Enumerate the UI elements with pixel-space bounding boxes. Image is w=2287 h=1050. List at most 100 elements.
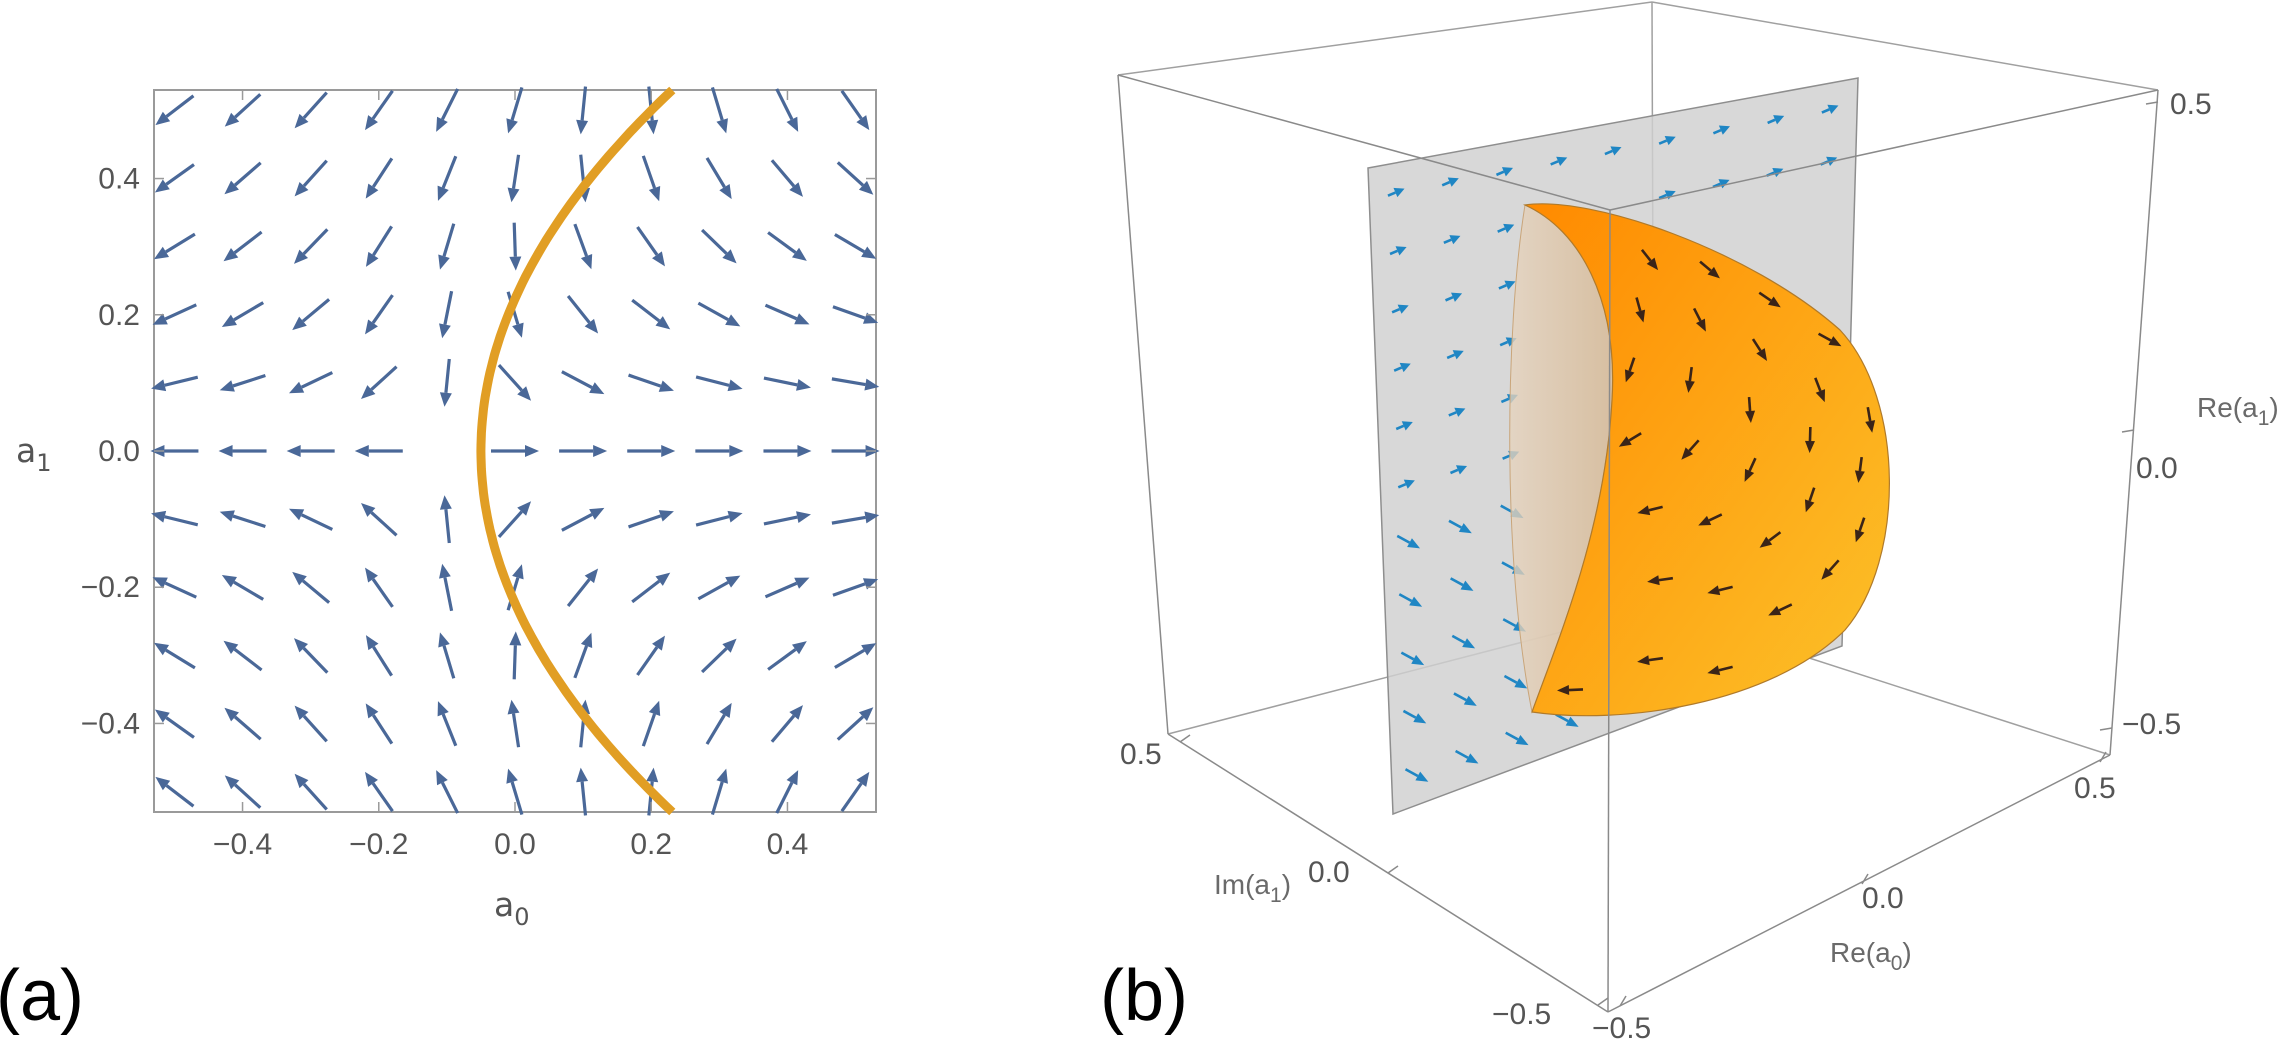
vector-arrow — [294, 773, 328, 811]
plane-arrow — [1450, 577, 1474, 591]
plane-arrow — [1448, 519, 1472, 534]
vector-arrow — [695, 445, 744, 457]
vector-arrow — [576, 767, 589, 816]
vector-arrow — [224, 161, 262, 195]
y-tick-label: −0.2 — [81, 571, 140, 604]
vector-arrow — [437, 701, 458, 747]
vector-arrow — [576, 86, 589, 135]
panel-b-x-axis-label: Re(a0) — [1830, 937, 1912, 975]
vector-arrow — [221, 301, 265, 327]
y-tick-label: 0.2 — [98, 299, 140, 332]
vector-arrow — [151, 510, 199, 527]
plane-arrow — [1604, 146, 1622, 156]
vector-arrow — [154, 709, 195, 739]
vector-arrow — [764, 303, 810, 325]
vector-arrow — [354, 445, 403, 457]
vector-arrow — [288, 371, 334, 394]
plane-arrow — [1393, 362, 1411, 373]
plane-arrow — [1400, 651, 1425, 666]
dome-arrow — [1624, 357, 1636, 383]
vector-arrow — [365, 157, 394, 199]
vector-arrow — [763, 376, 811, 391]
vector-arrow — [834, 643, 877, 669]
vector-arrow — [221, 575, 265, 601]
vector-arrow — [361, 365, 398, 400]
dome-arrow — [1758, 291, 1781, 308]
vector-arrow — [509, 222, 522, 271]
vector-arrow — [700, 638, 737, 674]
vector-arrow — [223, 230, 263, 262]
vector-arrow — [695, 510, 743, 527]
vector-arrow — [775, 88, 799, 132]
vector-arrow — [697, 575, 741, 601]
plane-arrow — [1712, 179, 1730, 189]
vector-arrow — [294, 91, 328, 129]
panel-b-x-tick-2: 0.5 — [2074, 772, 2116, 805]
vector-arrow — [292, 571, 331, 604]
panel-b-z-tick-0: 0.5 — [2170, 88, 2212, 121]
dome-arrow — [1699, 260, 1720, 279]
panel-a-vector-field — [150, 86, 880, 816]
plane-arrow — [1402, 709, 1427, 724]
panel-b-y-tick-0: 0.5 — [1120, 738, 1162, 771]
dome-arrow — [1637, 505, 1663, 516]
panel-b-dome-arrows — [1557, 249, 1876, 696]
plane-arrow — [1503, 674, 1528, 689]
plane-arrow — [1396, 534, 1421, 549]
dome-arrow — [1804, 487, 1816, 513]
panel-b-y-tick-1: 0.0 — [1308, 856, 1350, 889]
plane-arrow — [1550, 156, 1568, 166]
dome-arrow — [1814, 377, 1826, 403]
dome-arrow — [1635, 297, 1646, 323]
vector-arrow — [636, 226, 665, 267]
dome-arrow — [1698, 513, 1723, 526]
vector-arrow — [365, 567, 394, 608]
vector-arrow — [836, 707, 874, 741]
plane-arrow — [1398, 593, 1423, 607]
vector-arrow — [631, 298, 671, 330]
vector-arrow — [497, 501, 532, 539]
dome-arrow — [1745, 396, 1756, 423]
panel-a-curve — [476, 86, 676, 816]
vector-arrow — [223, 640, 263, 672]
vector-arrow — [636, 635, 665, 676]
vector-arrow — [365, 89, 394, 131]
dome-arrow — [1618, 432, 1642, 447]
panel-b-label: (b) — [1100, 956, 1188, 1036]
vector-arrow — [439, 358, 452, 407]
vector-arrow — [700, 228, 737, 264]
vector-arrow — [293, 638, 329, 674]
vector-arrow — [836, 161, 874, 195]
vector-arrow — [294, 705, 328, 743]
vector-arrow — [294, 159, 328, 197]
vector-arrow — [436, 88, 460, 132]
vector-arrow — [151, 375, 199, 392]
panel-b-chart: 0.5 0.0 −0.5 Re(a1) 0.5 0.0 −0.5 Im(a1) … — [1117, 1, 2279, 1045]
x-tick-label: 0.0 — [494, 828, 536, 861]
vector-arrow — [641, 700, 661, 747]
vector-arrow — [218, 445, 267, 457]
vector-arrow — [710, 86, 728, 134]
vector-arrow — [365, 771, 394, 813]
panel-a-label: (a) — [0, 956, 84, 1036]
vector-arrow — [507, 154, 521, 203]
vector-arrow — [770, 705, 803, 743]
dome-arrow — [1817, 332, 1842, 347]
plane-arrow — [1555, 713, 1579, 727]
plane-arrow — [1446, 350, 1464, 360]
vector-arrow — [153, 642, 196, 670]
vector-arrow — [573, 223, 593, 270]
vector-arrow — [561, 370, 605, 395]
plane-arrow — [1495, 167, 1514, 177]
vector-arrow — [705, 157, 732, 200]
vector-arrow — [628, 510, 674, 529]
vector-arrow — [361, 502, 398, 537]
vector-arrow — [292, 298, 331, 331]
plane-arrow — [1449, 465, 1468, 475]
vector-arrow — [224, 707, 262, 741]
plane-arrow — [1444, 292, 1463, 302]
vector-arrow — [695, 375, 743, 392]
vector-arrow — [439, 495, 452, 544]
vector-arrow — [155, 94, 195, 126]
